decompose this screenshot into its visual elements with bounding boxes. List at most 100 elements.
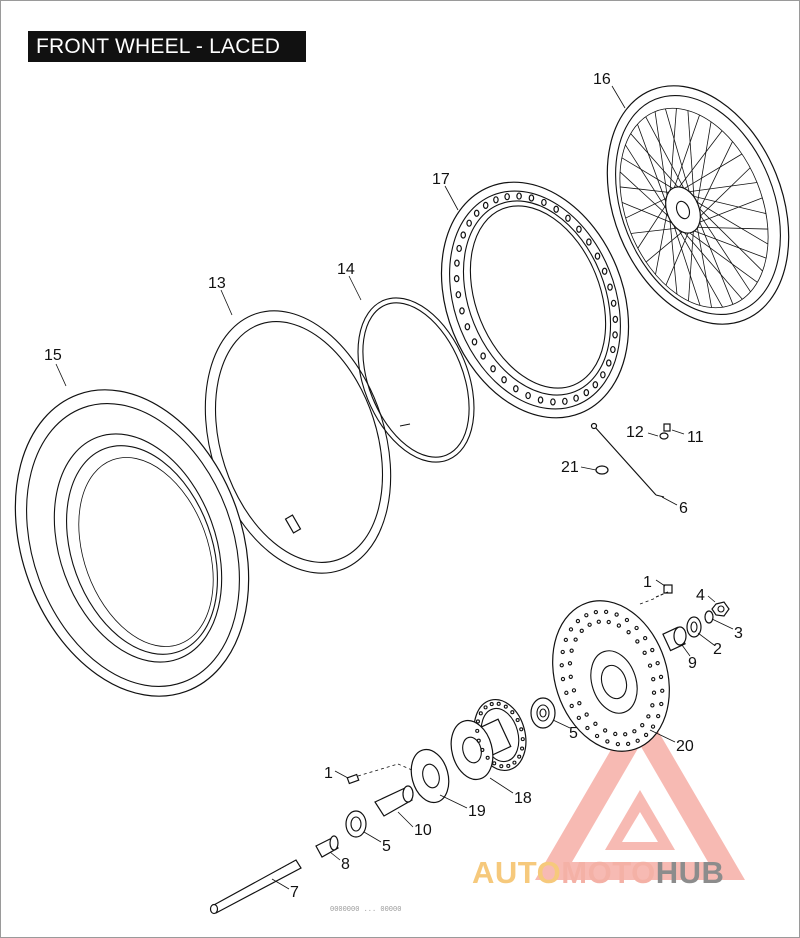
rim-spoke-hole xyxy=(516,192,522,200)
spoke xyxy=(680,153,743,192)
part-2-washer xyxy=(686,616,702,638)
disc-vent-hole xyxy=(632,729,637,734)
disc-vent-hole xyxy=(643,635,648,641)
part-4-nut xyxy=(711,601,730,617)
disc-vent-hole xyxy=(571,688,577,693)
disc-vent-hole xyxy=(635,639,640,644)
disc-vent-hole xyxy=(573,637,578,642)
rim-spoke-hole xyxy=(482,201,489,209)
callout-9: 9 xyxy=(688,655,697,672)
spoke xyxy=(645,116,687,193)
hub-flange-hole xyxy=(515,717,520,723)
disc-vent-hole xyxy=(579,628,584,633)
disc-vent-hole xyxy=(569,703,574,709)
spoke xyxy=(621,157,678,192)
hub-flange-hole xyxy=(496,701,501,706)
watermark-logo xyxy=(535,700,745,880)
hub-flange-hole xyxy=(485,755,490,760)
disc-vent-hole xyxy=(606,619,611,625)
rim-spoke-hole xyxy=(473,209,480,217)
spoke xyxy=(697,211,751,293)
hub-flange-hole xyxy=(512,760,517,765)
spoke xyxy=(619,171,673,221)
disc-vent-hole xyxy=(575,618,581,624)
part-5-bearing-lower xyxy=(345,810,367,838)
disc-vent-hole xyxy=(650,703,655,708)
callout-8: 8 xyxy=(341,856,350,873)
spoke xyxy=(621,202,677,225)
spoke xyxy=(688,226,695,302)
spoke xyxy=(654,111,669,203)
part-18-hub xyxy=(450,699,527,781)
rim-spoke-hole xyxy=(528,194,535,202)
rim-spoke-hole xyxy=(562,397,568,405)
disc-vent-hole xyxy=(651,677,656,682)
spoke xyxy=(664,108,692,197)
disc-vent-hole xyxy=(596,619,601,624)
spoke xyxy=(620,186,674,194)
disc-vent-hole xyxy=(647,663,653,668)
disc-vent-hole xyxy=(602,728,608,733)
rim-spoke-hole xyxy=(553,205,559,213)
disc-vent-hole xyxy=(650,647,655,653)
spoke xyxy=(655,206,669,275)
disc-vent-hole xyxy=(626,630,631,635)
spoke xyxy=(671,218,701,306)
rim-spoke-hole xyxy=(601,267,608,275)
disc-vent-hole xyxy=(613,731,618,737)
spoke xyxy=(679,226,743,300)
disc-vent-hole xyxy=(651,690,657,695)
hub-flange-hole xyxy=(519,727,524,732)
hub-flange-hole xyxy=(520,746,525,751)
part-10-sleeve xyxy=(374,785,414,817)
disc-vent-hole xyxy=(646,714,651,719)
part-19-adapter xyxy=(410,748,450,804)
rim-spoke-hole xyxy=(537,396,544,404)
spoke xyxy=(697,217,734,305)
spoke xyxy=(637,124,669,209)
disc-vent-hole xyxy=(635,738,640,743)
footer-code: 0000000 ... 00000 xyxy=(330,906,402,914)
disc-vent-hole xyxy=(569,648,574,653)
disc-vent-hole xyxy=(624,617,630,623)
callout-14: 14 xyxy=(337,261,355,278)
disc-vent-hole xyxy=(577,701,582,706)
spoke xyxy=(630,227,681,234)
disc-vent-hole xyxy=(655,661,660,666)
rim-spoke-hole xyxy=(594,252,601,260)
callout-5-upper: 5 xyxy=(569,725,578,742)
hub-flange-hole xyxy=(483,705,488,710)
hub-flange-hole xyxy=(503,704,508,709)
spoke xyxy=(692,226,768,230)
watermark-part-hub: HUB xyxy=(655,855,725,890)
rim-spoke-hole xyxy=(607,283,613,291)
part-7-axle xyxy=(209,859,302,915)
rim-spoke-hole xyxy=(453,275,460,283)
part-21-nipple xyxy=(595,465,609,475)
spoke xyxy=(693,199,769,245)
hub-flange-hole xyxy=(475,728,480,733)
disc-vent-hole xyxy=(623,732,628,737)
callout-21: 21 xyxy=(561,459,579,476)
rim-spoke-hole xyxy=(610,299,617,307)
rim-spoke-hole xyxy=(576,225,582,233)
hub-flange-hole xyxy=(506,763,511,768)
disc-vent-hole xyxy=(567,661,573,666)
spoke xyxy=(695,197,763,224)
callout-12: 12 xyxy=(626,424,644,441)
spoke xyxy=(685,182,758,193)
hub-flange-hole xyxy=(510,710,515,715)
hub-flange-hole xyxy=(520,737,525,742)
rim-spoke-hole xyxy=(525,391,531,400)
disc-vent-hole xyxy=(642,650,647,655)
rim-spoke-hole xyxy=(612,331,618,339)
callout-7: 7 xyxy=(290,884,299,901)
part-12-washer xyxy=(659,432,669,440)
callout-20: 20 xyxy=(676,738,694,755)
hub-flange-hole xyxy=(489,702,494,707)
callout-17: 17 xyxy=(432,171,450,188)
leader-lines xyxy=(55,85,734,890)
part-15-tire xyxy=(14,389,250,697)
spoke xyxy=(625,196,671,219)
rim-spoke-hole xyxy=(573,394,579,402)
